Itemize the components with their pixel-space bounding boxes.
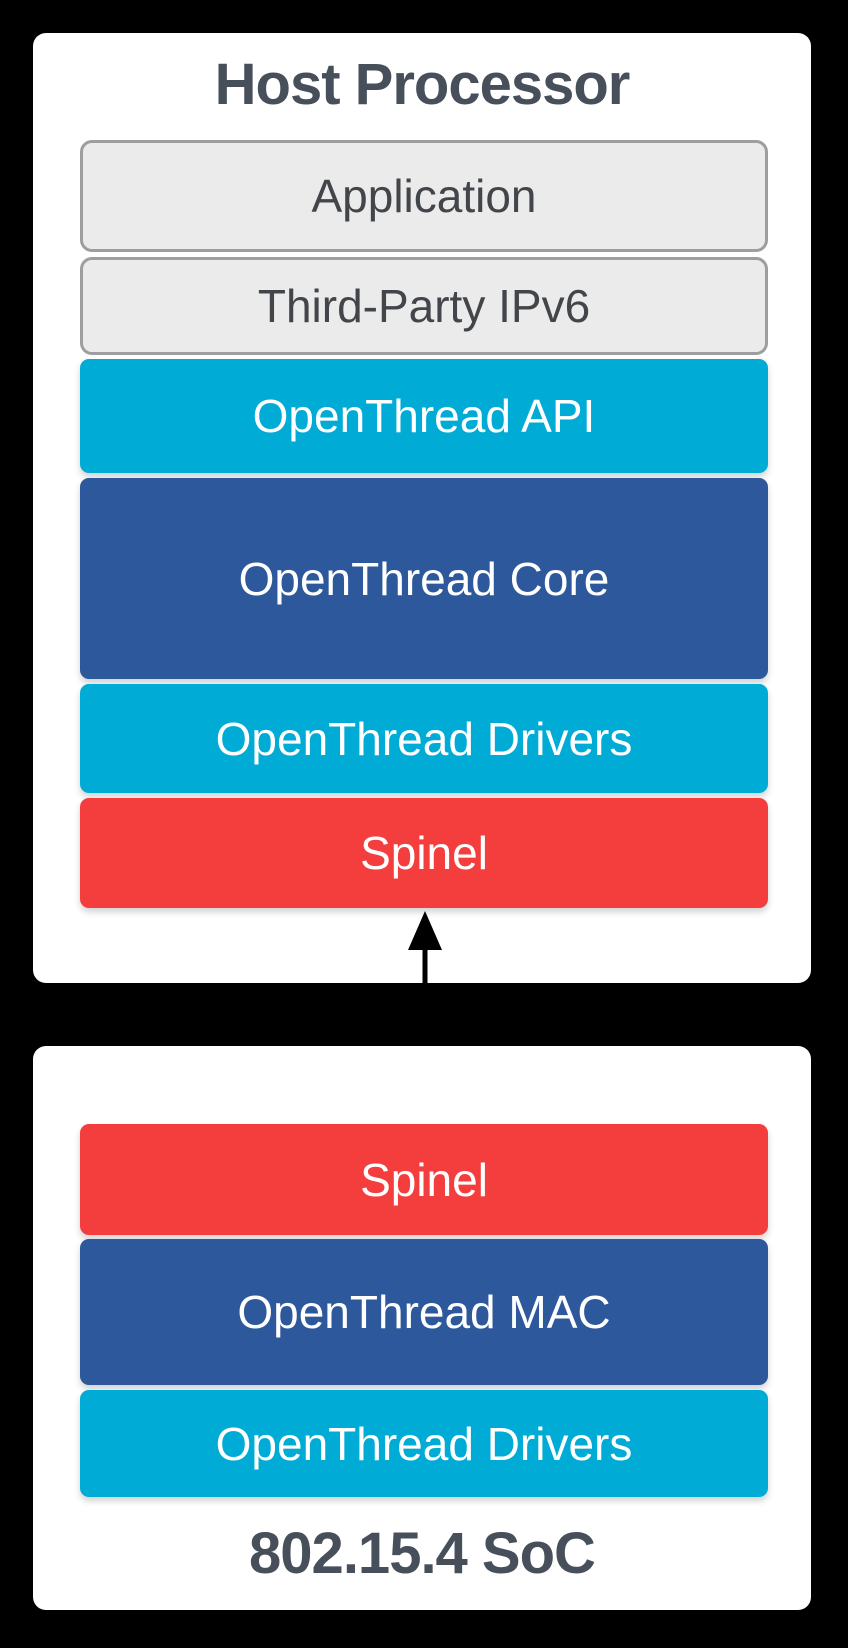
layer-third-party-ipv6: Third-Party IPv6 <box>80 257 768 355</box>
layer-openthread-drivers-soc-label: OpenThread Drivers <box>215 1417 633 1470</box>
layer-openthread-mac-label: OpenThread MAC <box>237 1286 611 1338</box>
layer-application-label: Application <box>311 170 537 222</box>
layer-spinel-soc-label: Spinel <box>360 1153 488 1206</box>
layer-application: Application <box>80 140 768 252</box>
layer-openthread-api-label: OpenThread API <box>252 390 596 442</box>
layer-openthread-drivers-soc: OpenThread Drivers <box>80 1390 768 1497</box>
layer-openthread-api: OpenThread API <box>80 359 768 473</box>
layer-openthread-mac: OpenThread MAC <box>80 1239 768 1385</box>
layer-spinel-host: Spinel <box>80 798 768 908</box>
layer-third-party-ipv6-label: Third-Party IPv6 <box>257 280 591 332</box>
host-processor-card: Host Processor Application Third-Party I… <box>33 33 811 983</box>
host-card-title: Host Processor <box>214 52 631 117</box>
layer-openthread-core-label: OpenThread Core <box>238 552 610 605</box>
soc-card: Spinel OpenThread MAC OpenThread Drivers… <box>33 1046 811 1610</box>
layer-openthread-core: OpenThread Core <box>80 478 768 679</box>
layer-spinel-host-label: Spinel <box>360 827 488 879</box>
layer-openthread-drivers-host: OpenThread Drivers <box>80 684 768 793</box>
layer-openthread-drivers-host-label: OpenThread Drivers <box>215 712 633 765</box>
soc-card-title: 802.15.4 SoC <box>249 1521 596 1586</box>
layer-spinel-soc: Spinel <box>80 1124 768 1235</box>
